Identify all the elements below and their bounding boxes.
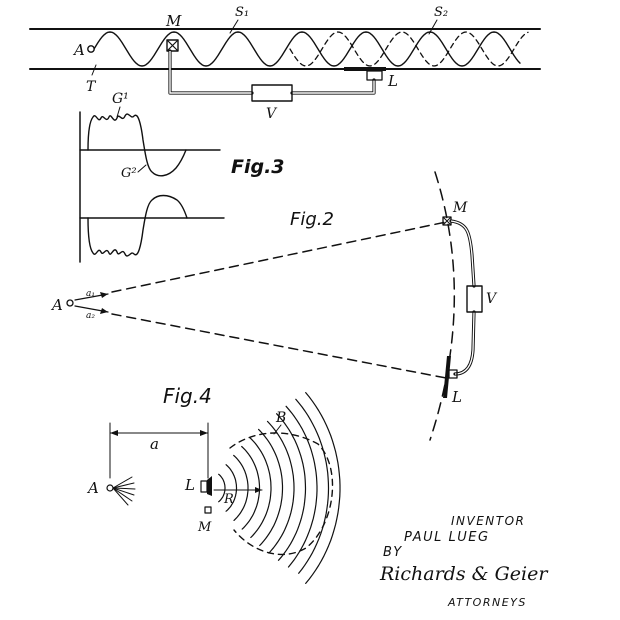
inventor-name: PAUL LUEG: [404, 530, 490, 545]
leader-g2: [137, 164, 147, 173]
fig2-microphone-cross: [442, 216, 452, 226]
fig4-label-m: M: [197, 520, 212, 535]
arrow-a1-head: [100, 292, 108, 298]
fig1-label-s1: S₁: [235, 5, 249, 20]
leader-b: [273, 424, 282, 435]
dim-arrow-left: [110, 430, 118, 436]
fig4-speaker-l: [200, 480, 208, 493]
dim-arrow-right: [200, 430, 208, 436]
fig4-label-l: L: [184, 476, 195, 494]
fig3-waveforms: G¹ G² Fig.3: [79, 91, 285, 263]
fig1-label-t: T: [86, 79, 97, 95]
leader-t: [91, 64, 97, 76]
wave-s2-dashed: [289, 31, 529, 67]
fig4-label-b: B: [275, 410, 286, 426]
region-b-boundary: [229, 432, 334, 556]
fig2-cable-upper: [449, 219, 476, 288]
ray-to-microphone: [111, 221, 447, 293]
arrow-a2-head: [100, 308, 108, 314]
wavefront-arc-dashed: [429, 171, 456, 441]
fig1-label-a: A: [72, 41, 85, 59]
inventor-label: INVENTOR: [451, 514, 525, 528]
radius-r-arrow: [255, 487, 262, 493]
fig4-radiation-rays: [112, 476, 136, 506]
leader-g1: [116, 106, 121, 118]
fig2-cable-lower: [453, 310, 476, 376]
fig4-label-r: R: [223, 492, 234, 507]
fig2-label-a1: a₁: [86, 289, 95, 299]
fig2-diagram: Fig.2 A a₁ a₂ M V L: [50, 171, 498, 441]
fig4-source-a: [106, 484, 114, 492]
fig1-label-l: L: [387, 72, 398, 90]
fig2-label-l: L: [451, 388, 462, 406]
fig2-label-a: A: [50, 296, 63, 314]
fig2-label-v: V: [486, 291, 498, 307]
signature-block: INVENTOR PAUL LUEG BY Richards & Geier A…: [379, 514, 549, 609]
fig2-amplifier-v: [466, 285, 483, 313]
attorneys-label: ATTORNEYS: [447, 596, 527, 609]
fig2-label-a2: a₂: [86, 311, 95, 321]
fig4-label-a-distance: a: [150, 435, 159, 453]
fig4-wavefronts: [218, 392, 341, 584]
fig3-wave-g2: [87, 194, 188, 257]
leader-s2: [428, 19, 438, 35]
fig4-microphone-m: [204, 506, 212, 514]
leader-s1: [229, 19, 239, 34]
fig1-label-m: M: [165, 12, 182, 30]
cable-v-to-l: [290, 78, 376, 95]
fig2-title: Fig.2: [290, 209, 334, 230]
fig3-title: Fig.3: [231, 156, 285, 178]
source-a-point: [87, 45, 95, 53]
amplifier-v-box: [251, 84, 293, 102]
cable-m-to-v: [168, 49, 254, 95]
fig4-diagram: Fig.4 a A B L R M: [86, 384, 341, 584]
loudspeaker-l-plate: [344, 67, 386, 71]
loudspeaker-l-box: [366, 70, 383, 81]
fig3-label-g1: G¹: [112, 91, 129, 107]
fig1-label-v: V: [266, 106, 278, 122]
fig2-loudspeaker-l: [448, 369, 458, 379]
microphone-m-box: [166, 39, 179, 52]
microphone-m-cross: [166, 39, 179, 52]
fig1-label-s2: S₂: [434, 5, 448, 20]
by-label: BY: [383, 545, 403, 560]
fig3-label-g2: G²: [121, 166, 137, 181]
fig2-source-a: [66, 299, 74, 307]
fig1-duct-diagram: A T M S₁ S₂ V L: [29, 5, 541, 122]
wave-s1: [93, 31, 521, 67]
fig2-label-m: M: [452, 200, 468, 216]
attorney-signature: Richards & Geier: [379, 563, 549, 585]
fig2-loudspeaker-plate: [443, 356, 451, 398]
fig3-wave-g1: [87, 113, 187, 177]
fig4-title: Fig.4: [163, 384, 212, 408]
ray-to-loudspeaker: [111, 313, 447, 379]
fig4-label-a: A: [86, 479, 99, 497]
fig4-speaker-cone: [207, 476, 212, 496]
